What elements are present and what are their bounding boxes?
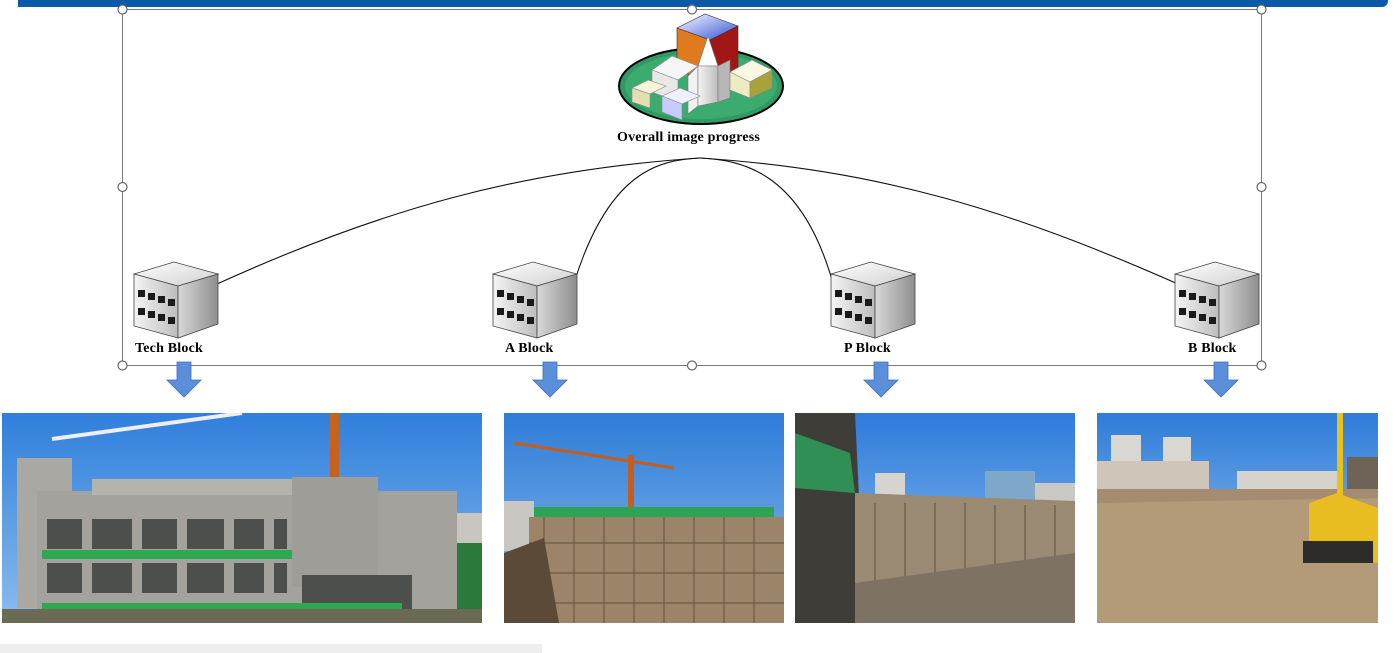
p-block-label: P Block <box>844 341 891 356</box>
p-block-photo <box>795 413 1075 623</box>
hierarchy-diagram <box>117 4 1267 398</box>
arrow-down-icon <box>166 361 202 398</box>
connector-tech <box>216 157 701 285</box>
town-icon <box>618 13 784 125</box>
b-block-label: B Block <box>1188 341 1237 356</box>
overall-label: Overall image progress <box>617 130 761 145</box>
arrow-down-icon <box>1203 361 1239 398</box>
building-icon-a <box>491 261 579 339</box>
arrow-down-icon <box>532 361 568 398</box>
arrow-down-icon <box>863 361 899 398</box>
tech-block-photo <box>2 413 482 623</box>
connector-b <box>699 157 1179 285</box>
bottom-scroll-strip <box>0 644 542 653</box>
top-accent-bar <box>18 0 1388 7</box>
b-block-photo <box>1097 413 1378 623</box>
connector-lines <box>216 157 1179 285</box>
tech-block-label: Tech Block <box>135 341 203 356</box>
building-icon-tech <box>132 261 220 339</box>
building-icon-b <box>1173 261 1261 339</box>
connector-a <box>574 157 701 281</box>
building-icon-p <box>829 261 917 339</box>
connector-p <box>699 157 833 281</box>
a-block-label: A Block <box>505 341 554 356</box>
selection-handles[interactable] <box>117 4 1267 371</box>
a-block-photo <box>504 413 784 623</box>
